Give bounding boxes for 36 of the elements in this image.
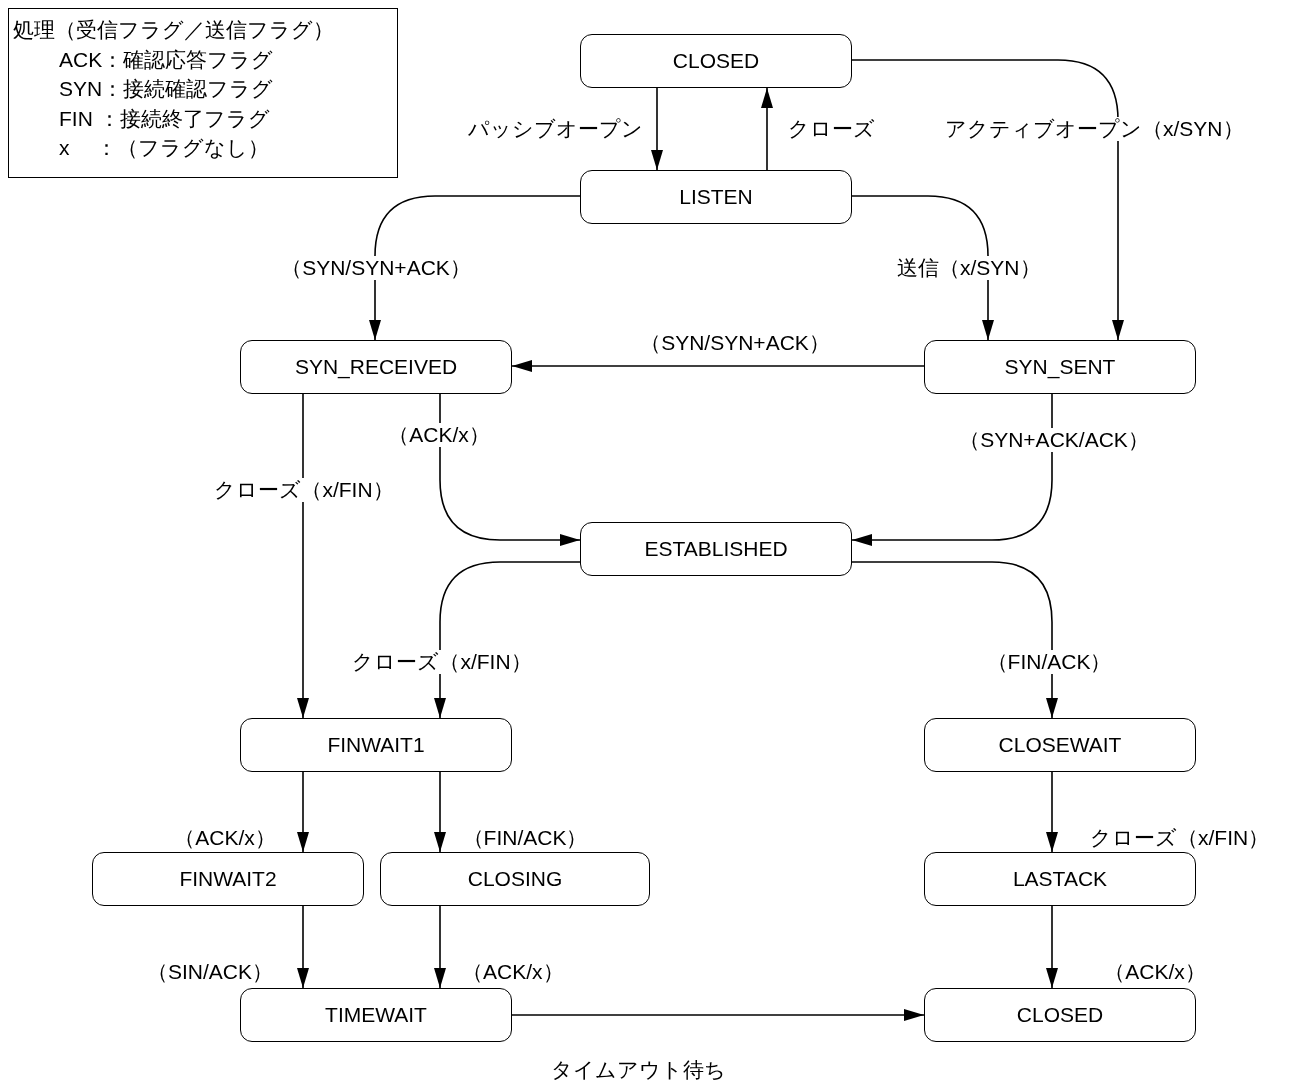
- arrow: [369, 195, 581, 341]
- legend-box: [8, 8, 398, 178]
- state-box: LASTACK: [924, 852, 1196, 906]
- arrow: [434, 905, 446, 989]
- arrow: [1046, 905, 1058, 989]
- legend-text: SYN：接続確認フラグ: [58, 76, 275, 102]
- arrow: [297, 393, 309, 719]
- arrow: [434, 561, 581, 719]
- state-box: FINWAIT1: [240, 718, 512, 772]
- arrow: [851, 195, 994, 341]
- arrow: [511, 360, 925, 372]
- state-box: CLOSING: [380, 852, 650, 906]
- legend-heading: 処理（受信フラグ／送信フラグ）: [13, 17, 335, 43]
- arrow: [439, 393, 581, 546]
- arrow: [511, 1009, 925, 1021]
- arrow: [851, 561, 1058, 719]
- state-box: FINWAIT2: [92, 852, 364, 906]
- arrow: [434, 771, 446, 853]
- legend-text: FIN ：接続終了フラグ: [58, 105, 271, 132]
- arrow: [1046, 771, 1058, 853]
- legend-text: x ：（フラグなし）: [58, 135, 271, 161]
- state-box: CLOSEWAIT: [924, 718, 1196, 772]
- state-box: CLOSED: [924, 988, 1196, 1042]
- state-box: CLOSED: [580, 34, 852, 88]
- arrow: [851, 393, 1053, 546]
- state-box: LISTEN: [580, 170, 852, 224]
- arrow: [297, 905, 309, 989]
- state-box: TIMEWAIT: [240, 988, 512, 1042]
- arrow: [761, 87, 773, 171]
- legend-text: ACK：確認応答フラグ: [58, 46, 275, 73]
- state-box: ESTABLISHED: [580, 522, 852, 576]
- state-box: SYN_RECEIVED: [240, 340, 512, 394]
- state-box: SYN_SENT: [924, 340, 1196, 394]
- arrow: [297, 771, 309, 853]
- arrow: [651, 87, 663, 171]
- arrow: [851, 59, 1124, 341]
